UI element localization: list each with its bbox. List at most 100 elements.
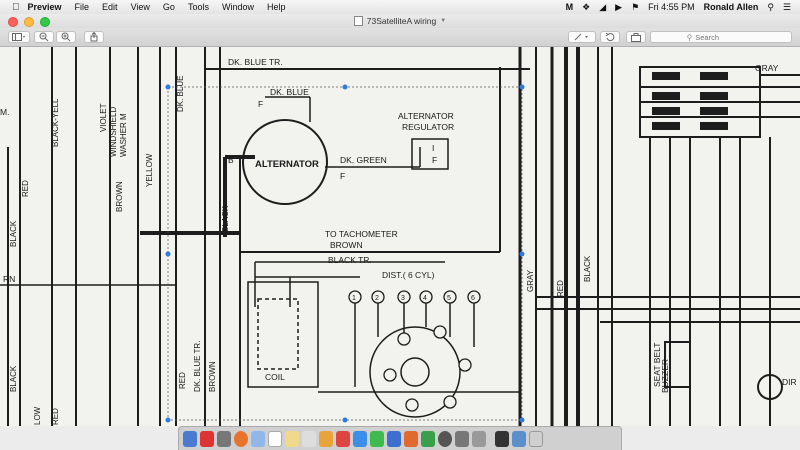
menu-go[interactable]: Go — [155, 2, 175, 12]
chevron-down-icon[interactable]: ▼ — [440, 18, 447, 24]
sidebar-view-button[interactable] — [8, 31, 30, 43]
window-title-bar: 73SatelliteA wiring ▼ — [0, 14, 800, 28]
system-preferences-icon[interactable] — [472, 430, 486, 447]
label-num-3: 3 — [401, 295, 405, 302]
calendar-icon[interactable] — [268, 430, 282, 447]
label-gray-left: GRAY — [526, 269, 535, 292]
label-gray-right: GRAY — [755, 63, 779, 73]
label-dk-blue-tr-top: DK. BLUE TR. — [228, 57, 283, 67]
label-windshield: WINDSHIELD — [109, 107, 118, 157]
search-field[interactable]: ⚲ — [650, 31, 792, 43]
itunes-icon[interactable] — [438, 430, 452, 447]
label-black-right: BLACK — [583, 255, 592, 282]
volume-icon[interactable]: ▶ — [615, 2, 623, 12]
word-icon[interactable] — [387, 430, 401, 447]
zoom-in-icon — [61, 32, 71, 42]
downloads-folder-icon[interactable] — [512, 430, 526, 447]
dock — [178, 426, 622, 450]
label-red-tr: RED — [178, 372, 187, 389]
zoom-in-button[interactable] — [56, 31, 76, 43]
rotate-button[interactable] — [600, 31, 620, 43]
label-black-left2: BLACK — [9, 365, 18, 392]
photos-icon[interactable] — [319, 430, 333, 447]
selection-handles[interactable] — [165, 84, 525, 423]
document-icon — [353, 16, 363, 26]
label-brown-left: BROWN — [115, 181, 124, 212]
menu-file[interactable]: File — [67, 2, 90, 12]
label-black-left1: BLACK — [9, 220, 18, 247]
photo-booth-icon[interactable] — [336, 430, 350, 447]
label-brown-vert: BROWN — [208, 361, 217, 392]
menu-tools[interactable]: Tools — [180, 2, 209, 12]
search-input[interactable] — [695, 32, 756, 42]
label-reg-i: I — [432, 143, 434, 153]
finder-icon[interactable] — [183, 430, 197, 447]
menu-view[interactable]: View — [123, 2, 150, 12]
label-seat-belt: SEAT BELT — [652, 343, 662, 387]
label-low: LOW — [33, 406, 42, 425]
toolbox-icon — [631, 32, 641, 42]
powerpoint-icon[interactable] — [404, 430, 418, 447]
sidebar-icon — [12, 33, 25, 41]
malwarebytes-icon[interactable]: M — [565, 2, 574, 12]
label-red-left: RED — [21, 180, 30, 197]
notes-icon[interactable] — [285, 430, 299, 447]
menu-help[interactable]: Help — [259, 2, 286, 12]
trash-icon[interactable] — [529, 430, 543, 447]
toolbar: ⚲ — [0, 28, 800, 47]
facetime-icon[interactable] — [370, 430, 384, 447]
fullscreen-button[interactable] — [40, 17, 50, 27]
wifi-icon[interactable]: ◢ — [599, 2, 607, 12]
search-icon[interactable]: ⚲ — [767, 2, 774, 12]
app-store-icon[interactable] — [353, 430, 367, 447]
label-reg-f: F — [432, 155, 437, 165]
rotate-icon — [605, 32, 615, 42]
label-dk-green: DK. GREEN — [340, 155, 387, 165]
preview-icon[interactable] — [455, 430, 469, 447]
label-black-vert: BLACK — [221, 205, 230, 232]
minimize-button[interactable] — [24, 17, 34, 27]
label-alt-f-bottom: F — [340, 171, 345, 181]
label-alt-reg-2: REGULATOR — [402, 122, 454, 132]
reminders-icon[interactable] — [302, 430, 316, 447]
label-red-right: RED — [556, 280, 565, 297]
label-violet: VIOLET — [99, 103, 108, 132]
list-icon[interactable]: ☰ — [782, 2, 791, 12]
flag-icon[interactable]: ⚑ — [631, 2, 640, 12]
label-yellow: YELLOW — [145, 153, 154, 187]
mail-icon[interactable] — [251, 430, 265, 447]
label-alt-f-top: F — [258, 99, 263, 109]
apple-logo-icon[interactable]:  — [12, 2, 20, 13]
markup-pen-button[interactable] — [568, 31, 596, 43]
label-alt-b: B — [228, 155, 234, 165]
firefox-icon[interactable] — [234, 430, 248, 447]
menu-bar:  Preview File Edit View Go Tools Window… — [0, 0, 800, 15]
document-view[interactable]: DK. BLUE TR. DK. BLUE ALTERNATOR B F F D… — [0, 47, 800, 426]
pen-icon — [574, 33, 588, 41]
label-num-1: 1 — [352, 295, 356, 302]
menubar-user[interactable]: Ronald Allen — [703, 2, 759, 12]
share-button[interactable] — [84, 31, 104, 43]
label-m: M. — [0, 107, 9, 117]
label-red-left2: RED — [51, 408, 60, 425]
close-button[interactable] — [8, 17, 18, 27]
hd-icon[interactable] — [200, 430, 214, 447]
dropbox-icon[interactable]: ❖ — [582, 2, 591, 12]
menubar-clock[interactable]: Fri 4:55 PM — [648, 2, 695, 12]
label-num-2: 2 — [375, 295, 379, 302]
menu-app-preview[interactable]: Preview — [20, 2, 62, 12]
window-title[interactable]: 73SatelliteA wiring — [366, 16, 437, 26]
search-icon: ⚲ — [686, 32, 693, 42]
excel-icon[interactable] — [421, 430, 435, 447]
toolbox-button[interactable] — [626, 31, 646, 43]
label-num-4: 4 — [423, 295, 427, 302]
menu-window[interactable]: Window — [214, 2, 254, 12]
zoom-out-icon — [39, 32, 49, 42]
terminal-icon[interactable] — [495, 430, 509, 447]
label-buzzer: BUZZER — [660, 359, 670, 393]
zoom-out-button[interactable] — [34, 31, 54, 43]
share-icon — [90, 32, 98, 42]
launchpad-icon[interactable] — [217, 430, 231, 447]
menu-edit[interactable]: Edit — [94, 2, 118, 12]
alternator-symbol — [242, 119, 328, 205]
